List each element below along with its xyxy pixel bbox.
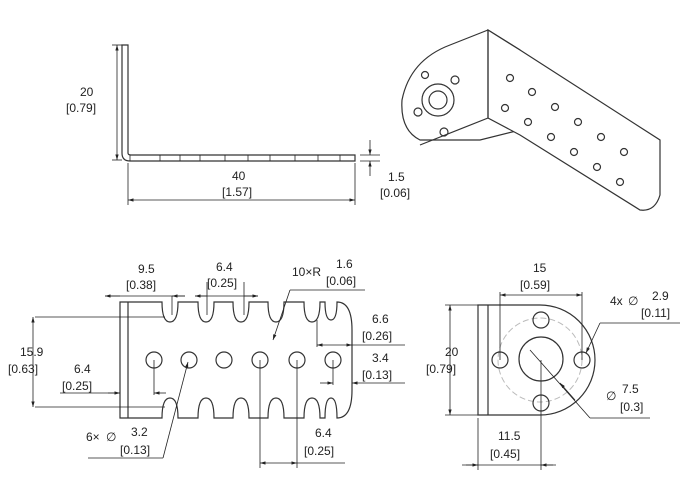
- hole-pitch-dim-in: [0.25]: [304, 444, 334, 458]
- diameter-symbol: ∅: [106, 430, 116, 444]
- hole-pitch-dim: 6.4: [315, 426, 332, 440]
- hole-spacing-dim-in: [0.59]: [520, 278, 550, 292]
- end-notch-dim-in: [0.26]: [362, 329, 392, 343]
- width-dim-in: [0.63]: [8, 362, 38, 376]
- bore-dim-in: [0.3]: [620, 400, 643, 414]
- bore-dim: 7.5: [622, 382, 639, 396]
- end-hole-count: 4x: [610, 294, 623, 308]
- end-hole-dia: 2.9: [652, 289, 669, 303]
- notch-pitch-dim-in: [0.25]: [207, 276, 237, 290]
- side-height-in: [0.79]: [66, 101, 96, 115]
- side-height: 20: [80, 85, 94, 99]
- end-height-dim-in: [0.79]: [426, 362, 456, 376]
- edge-notch-dim: 9.5: [138, 262, 155, 276]
- top-view: 9.5 [0.38] 6.4 [0.25] 10×R 1.6 [0.06] 6.…: [8, 257, 405, 468]
- notch-pitch-dim: 6.4: [216, 260, 233, 274]
- end-hole-dia-in: [0.11]: [641, 306, 670, 320]
- width-dim: 15.9: [20, 345, 44, 359]
- side-view: 20 [0.79] 40 [1.57] 1.5 [0.06]: [66, 44, 410, 205]
- hole-count: 6×: [86, 430, 100, 444]
- side-thickness-in: [0.06]: [380, 186, 410, 200]
- hole-spacing-dim: 15: [533, 261, 547, 275]
- hole-dia-dim-in: [0.13]: [120, 443, 150, 457]
- end-view: 15 [0.59] 4x ∅ 2.9 [0.11] 20 [0.79] ∅ 7.…: [426, 261, 680, 470]
- isometric-view: [401, 28, 661, 211]
- edge-hole-dim: 6.4: [74, 362, 91, 376]
- edge-hole-dim-in: [0.25]: [62, 379, 92, 393]
- end-height-dim: 20: [445, 345, 459, 359]
- radius-dim: 1.6: [336, 257, 353, 271]
- radius-count: 10×R: [292, 265, 321, 279]
- side-length-in: [1.57]: [222, 185, 252, 199]
- bore-diameter-symbol: ∅: [606, 389, 616, 403]
- end-notch-dim: 6.6: [372, 312, 389, 326]
- center-offset-dim-in: [0.45]: [490, 447, 520, 461]
- edge-notch-dim-in: [0.38]: [126, 278, 156, 292]
- hole-dia-dim: 3.2: [131, 425, 148, 439]
- side-thickness: 1.5: [388, 170, 405, 184]
- end-hole-dim-in: [0.13]: [362, 368, 392, 382]
- end-diameter-symbol: ∅: [628, 294, 638, 308]
- end-hole-dim: 3.4: [372, 351, 389, 365]
- radius-dim-in: [0.06]: [326, 274, 356, 288]
- side-length: 40: [232, 169, 246, 183]
- center-offset-dim: 11.5: [498, 429, 521, 443]
